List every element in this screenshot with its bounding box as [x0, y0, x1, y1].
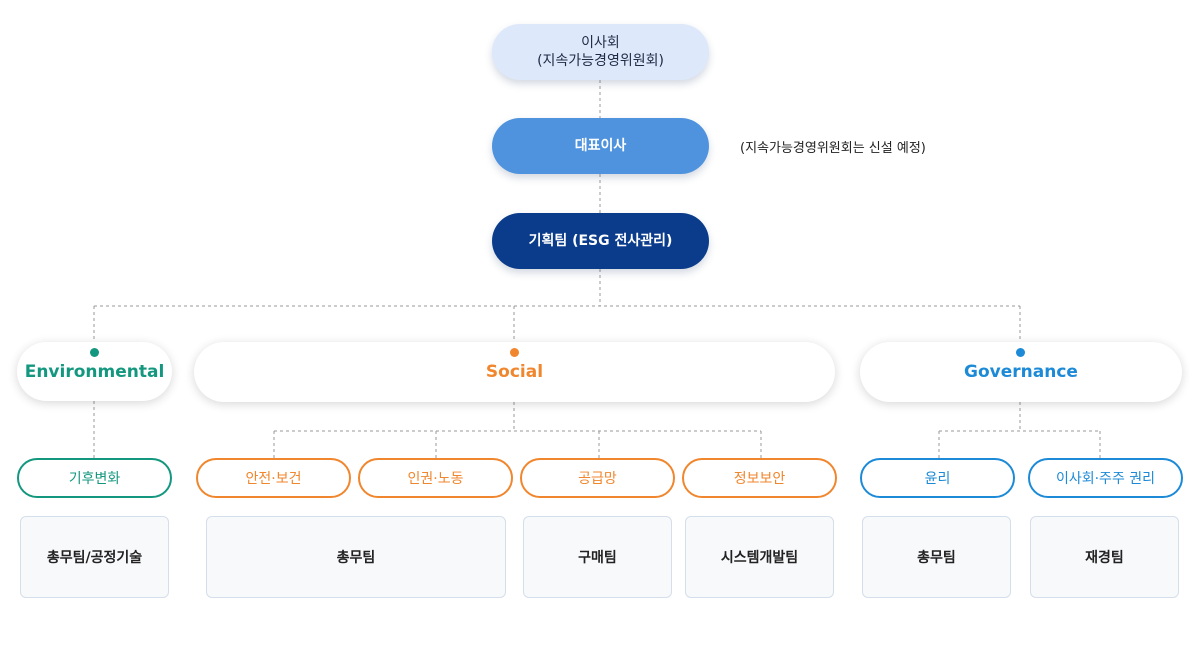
category-social: Social — [194, 342, 835, 402]
category-governance-label: Governance — [964, 362, 1078, 382]
category-social-label: Social — [485, 362, 544, 382]
ceo-label: 대표이사 — [574, 138, 627, 154]
ceo-node: 대표이사 — [492, 118, 709, 174]
environmental-dot-icon — [90, 348, 99, 357]
team-information-security: 시스템개발팀 — [685, 516, 834, 598]
area-climate-change: 기후변화 — [17, 458, 172, 498]
area-safety-health: 안전·보건 — [196, 458, 351, 498]
planning-team-label: 기획팀 (ESG 전사관리) — [528, 233, 673, 249]
team-climate-change: 총무팀/공정기술 — [20, 516, 169, 598]
area-supply-chain: 공급망 — [520, 458, 675, 498]
team-safety-labor: 총무팀 — [206, 516, 506, 598]
area-human-rights-labor: 인권·노동 — [358, 458, 513, 498]
board-label: 이사회 — [581, 35, 620, 51]
ceo-note: (지속가능경영위원회는 신설 예정) — [740, 140, 926, 156]
category-environmental: Environmental — [17, 342, 172, 401]
category-environmental-label: Environmental — [24, 361, 165, 382]
team-ethics: 총무팀 — [862, 516, 1011, 598]
board-node: 이사회 (지속가능경영위원회) — [492, 24, 709, 80]
team-supply-chain: 구매팀 — [523, 516, 672, 598]
governance-dot-icon — [1016, 348, 1025, 357]
board-sublabel: (지속가능경영위원회) — [537, 53, 664, 69]
area-board-shareholder-rights: 이사회·주주 권리 — [1028, 458, 1183, 498]
area-ethics: 윤리 — [860, 458, 1015, 498]
planning-team-node: 기획팀 (ESG 전사관리) — [492, 213, 709, 269]
social-dot-icon — [510, 348, 519, 357]
team-board-shareholder: 재경팀 — [1030, 516, 1179, 598]
area-information-security: 정보보안 — [682, 458, 837, 498]
category-governance: Governance — [860, 342, 1182, 402]
